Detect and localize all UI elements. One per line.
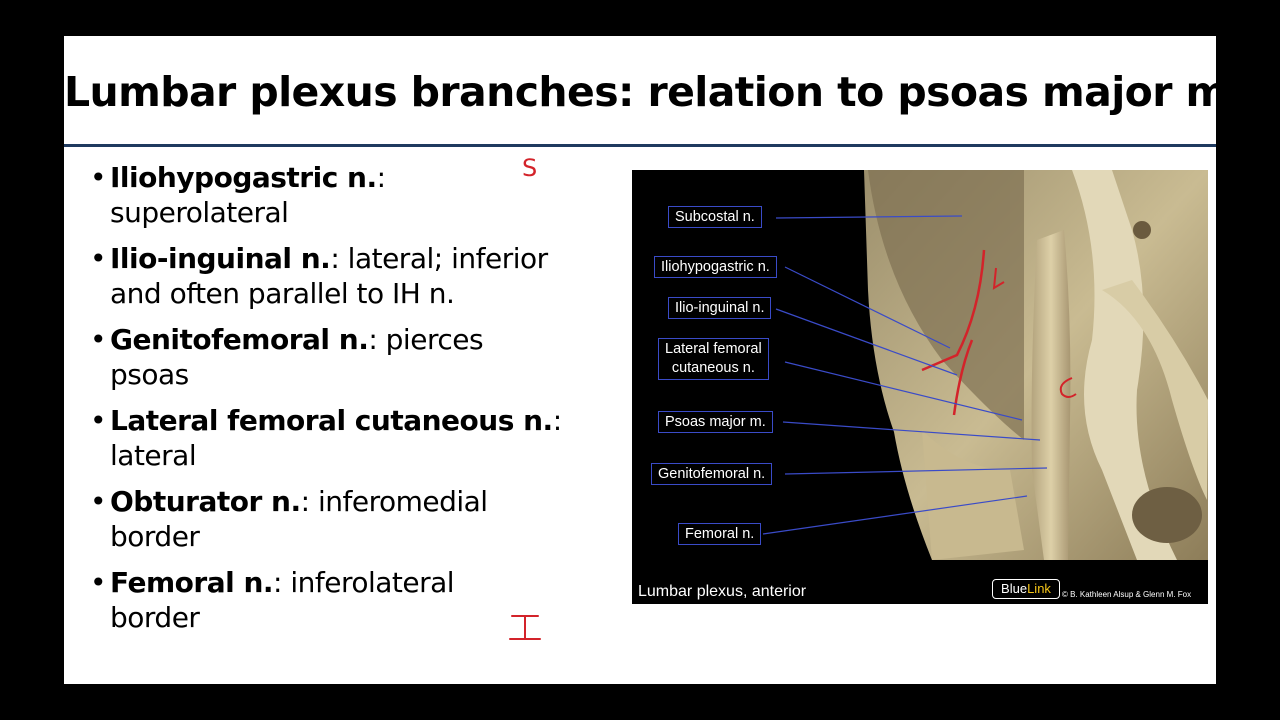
- anatomy-figure: Subcostal n. Iliohypogastric n. Ilio-ing…: [632, 170, 1208, 604]
- label-subcostal: Subcostal n.: [668, 206, 762, 228]
- bullet-text-line2: and often parallel to IH n.: [110, 277, 455, 310]
- bullet-text: : inferomedial: [300, 485, 488, 518]
- bullet-dot: •: [90, 485, 107, 518]
- bullet-text-line2: lateral: [110, 439, 197, 472]
- bullet-text: : lateral; inferior: [330, 242, 548, 275]
- slide-title: Lumbar plexus branches: relation to psoa…: [64, 68, 1243, 116]
- label-line: Lateral femoral: [665, 341, 762, 357]
- bullet-dot: •: [90, 242, 107, 275]
- copyright-notice: © B. Kathleen Alsup & Glenn M. Fox: [1062, 590, 1192, 599]
- bullet-term: Obturator n.: [110, 485, 301, 518]
- bullet-list: • Iliohypogastric n.: superolateral • Il…: [88, 160, 588, 646]
- bullet-genitofemoral: • Genitofemoral n.: pierces psoas: [88, 322, 588, 392]
- leader-lines: [762, 215, 1048, 535]
- bullet-dot: •: [90, 566, 107, 599]
- bullet-text: : inferolateral: [273, 566, 455, 599]
- slide: Lumbar plexus branches: relation to psoa…: [64, 36, 1243, 684]
- label-ilioinguinal: Ilio-inguinal n.: [668, 297, 772, 319]
- bullet-text: :: [376, 161, 386, 194]
- bullet-femoral: • Femoral n.: inferolateral border: [88, 565, 588, 635]
- bullet-text: :: [552, 404, 562, 437]
- bullet-text-line2: border: [110, 601, 200, 634]
- bullet-text: : pierces: [368, 323, 484, 356]
- ink-superior-mark: S: [522, 154, 538, 182]
- dissection-photo: [762, 170, 1208, 560]
- bullet-dot: •: [90, 404, 107, 437]
- ink-inferior-mark: [509, 615, 541, 640]
- label-line: cutaneous n.: [671, 360, 755, 376]
- bullet-term: Lateral femoral cutaneous n.: [110, 404, 553, 437]
- bluelink-logo: BlueLink: [992, 579, 1060, 599]
- bullet-ilioinguinal: • Ilio-inguinal n.: lateral; inferior an…: [88, 241, 588, 311]
- bullet-obturator: • Obturator n.: inferomedial border: [88, 484, 588, 554]
- bullet-dot: •: [90, 323, 107, 356]
- label-femoral: Femoral n.: [678, 523, 762, 545]
- figure-caption: Lumbar plexus, anterior: [638, 583, 807, 600]
- bullet-dot: •: [90, 161, 107, 194]
- bullet-term: Genitofemoral n.: [110, 323, 369, 356]
- label-lateral-femoral-cutaneous: Lateral femoral cutaneous n.: [658, 338, 769, 380]
- label-iliohypogastric: Iliohypogastric n.: [654, 256, 777, 278]
- bullet-iliohypogastric: • Iliohypogastric n.: superolateral: [88, 160, 588, 230]
- bullet-term: Femoral n.: [110, 566, 274, 599]
- bullet-text-line2: border: [110, 520, 200, 553]
- bullet-lateral-femoral-cutaneous: • Lateral femoral cutaneous n.: lateral: [88, 403, 588, 473]
- logo-text-accent: Link: [1027, 581, 1051, 596]
- label-psoas-major: Psoas major m.: [658, 411, 773, 433]
- bullet-text-line2: psoas: [110, 358, 189, 391]
- bullet-term: Ilio-inguinal n.: [110, 242, 331, 275]
- title-divider: [64, 144, 1216, 147]
- bullet-text-line2: superolateral: [110, 196, 289, 229]
- label-genitofemoral: Genitofemoral n.: [651, 463, 773, 485]
- logo-text: Blue: [1001, 581, 1028, 596]
- bullet-term: Iliohypogastric n.: [110, 161, 377, 194]
